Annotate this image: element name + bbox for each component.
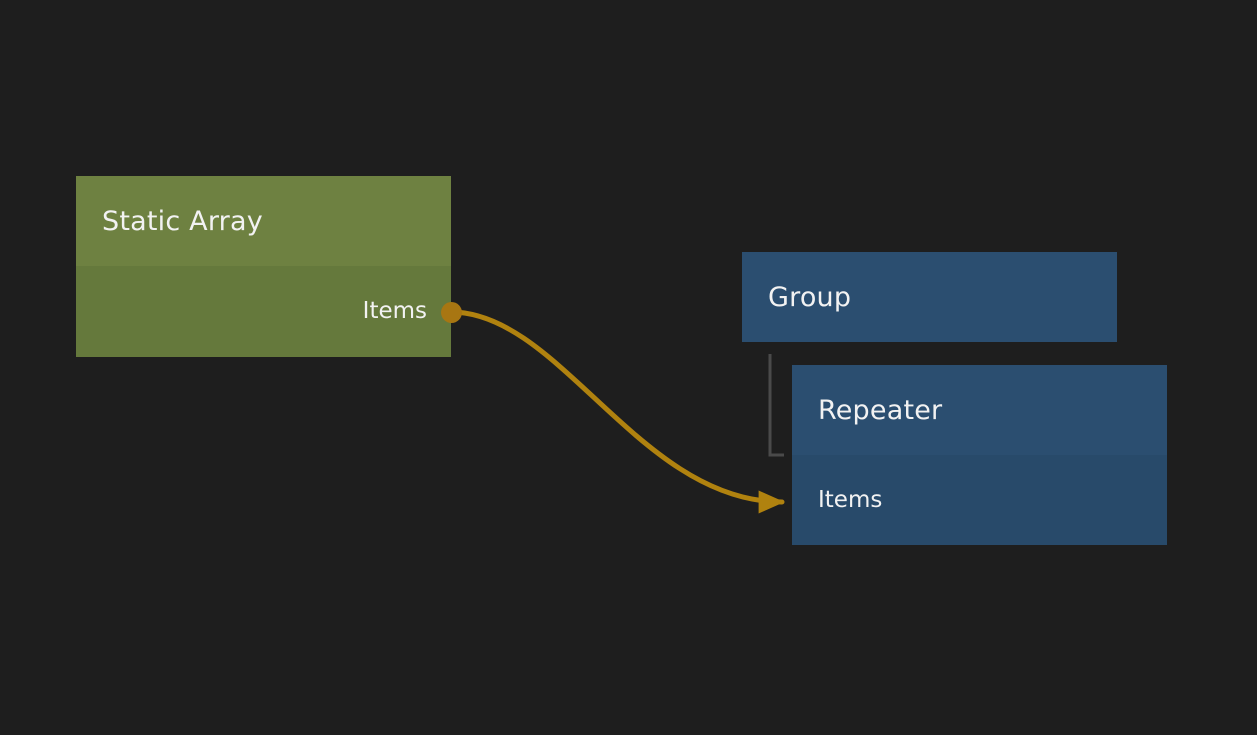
edge-static-array-items-to-repeater-items[interactable]	[448, 309, 785, 514]
port-row-static-array-items[interactable]: Items	[76, 266, 451, 356]
port-label-static-array-items: Items	[362, 298, 427, 324]
node-repeater-header[interactable]: Repeater	[792, 365, 1167, 455]
group-to-repeater-bracket	[768, 354, 784, 457]
node-static-array[interactable]: Static Array Items	[76, 176, 451, 357]
node-group-header[interactable]: Group	[742, 252, 1117, 342]
node-group-title: Group	[768, 281, 852, 313]
port-dot-static-array-items-output[interactable]	[441, 302, 462, 323]
node-repeater-title: Repeater	[818, 394, 943, 426]
node-group[interactable]: Group	[742, 252, 1117, 342]
node-repeater[interactable]: Repeater Items	[792, 365, 1167, 545]
port-row-repeater-items[interactable]: Items	[792, 455, 1167, 545]
node-static-array-title: Static Array	[102, 205, 263, 237]
port-label-repeater-items: Items	[818, 487, 883, 513]
node-static-array-body: Items	[76, 266, 451, 357]
node-static-array-header[interactable]: Static Array	[76, 176, 451, 266]
node-repeater-body: Items	[792, 455, 1167, 545]
